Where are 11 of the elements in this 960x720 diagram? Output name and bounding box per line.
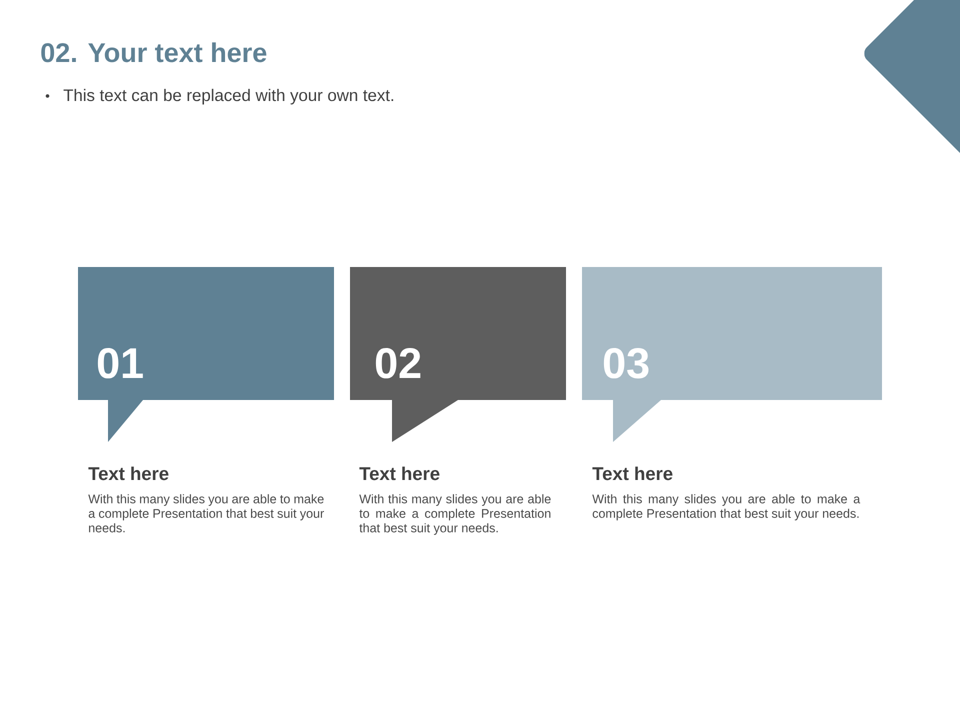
heading: Text here	[592, 466, 672, 480]
body-text: With this many slides you are able to make a complete Presentation that best suit your needs.	[88, 494, 324, 532]
body-text: With this many slides you are able to make a complete Presentation that best suit your needs.	[359, 494, 551, 535]
step-number: 01	[98, 348, 143, 378]
bullet-text: This text can be replaced with your own text.	[64, 88, 394, 104]
title: 02. Your text here	[41, 42, 266, 62]
step-number: 03	[604, 348, 648, 378]
heading: Text here	[88, 466, 168, 480]
heading: Text here	[359, 466, 440, 480]
body-text: With this many slides you are able to make a complete Presentation that best suit your needs.	[592, 494, 860, 520]
step-number: 02	[376, 348, 420, 378]
